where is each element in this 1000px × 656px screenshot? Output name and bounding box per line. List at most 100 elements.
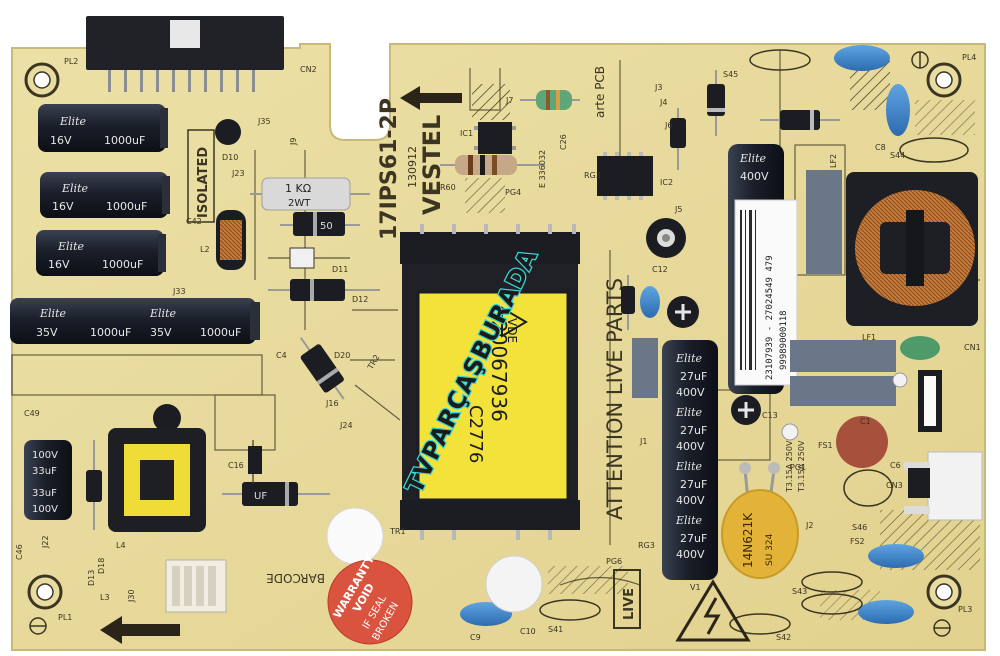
cn3-label: CN3 xyxy=(886,481,903,490)
hatch-zone xyxy=(915,100,975,135)
cap-value: 1000uF xyxy=(90,326,131,339)
green-cap xyxy=(900,336,940,360)
svg-text:Elite: Elite xyxy=(675,514,702,527)
c4-label: C4 xyxy=(276,351,287,360)
cap-value: 33uF xyxy=(32,466,57,477)
cn2-label: CN2 xyxy=(300,65,317,74)
cap-brand: Elite xyxy=(149,307,176,320)
capacitor-16v: Elite 16V 1000uF xyxy=(36,230,166,276)
c42-label: C42 xyxy=(186,217,202,226)
j9-label: J9 xyxy=(289,138,298,146)
d12-label: D12 xyxy=(352,295,368,304)
d11-label: D11 xyxy=(332,265,348,274)
r60-label: R60 xyxy=(440,183,456,192)
cap-brand: Elite xyxy=(59,115,86,128)
cap-value: 1000uF xyxy=(102,258,143,271)
fuse-rating-1: T3.15A 250V xyxy=(785,440,794,493)
cap-value: 1000uF xyxy=(200,326,241,339)
pg-label: RG3 xyxy=(584,171,601,180)
fs2-label: FS2 xyxy=(850,537,865,546)
c49-label: C49 xyxy=(24,409,40,418)
tr1-label: TR1 xyxy=(389,527,406,536)
cap-voltage: 16V xyxy=(48,258,70,271)
rg3-label: RG3 xyxy=(638,541,655,550)
ground-symbols xyxy=(29,51,951,637)
transformer-tr1: VDE 20067936 C2776 xyxy=(400,224,580,540)
trimmer xyxy=(731,395,761,425)
fs1-label: FS1 xyxy=(818,441,833,450)
gray-component xyxy=(806,170,842,274)
j2-label: J2 xyxy=(805,521,813,530)
v1-label: V1 xyxy=(690,583,701,592)
s46-label: S46 xyxy=(852,523,867,532)
arrow-icon xyxy=(400,86,462,110)
j30-label: J30 xyxy=(127,589,136,603)
attention-label: ATTENTION LIVE PARTS xyxy=(603,278,627,520)
fuse-rating-2: T3.15A 250V xyxy=(797,440,806,493)
lf2-label: LF2 xyxy=(829,154,838,168)
cap-voltage: 35V xyxy=(36,326,58,339)
l3-label: L3 xyxy=(100,593,110,602)
j1-label: J1 xyxy=(639,437,647,446)
e336032-label: E 336032 xyxy=(538,150,547,188)
transformer-id: VDE xyxy=(505,318,519,343)
cap-value: 33uF xyxy=(32,488,57,499)
diode-d2 xyxy=(760,110,840,130)
cap-value: 27uF xyxy=(680,478,707,491)
white-cap xyxy=(485,555,543,613)
diode: 50 xyxy=(280,212,360,236)
svg-text:Elite: Elite xyxy=(675,406,702,419)
cap-voltage: 400V xyxy=(740,170,769,183)
cap-value: 1000uF xyxy=(106,200,147,213)
d10-label: D10 xyxy=(222,153,238,162)
j4-label: J4 xyxy=(659,98,667,107)
svg-text:50: 50 xyxy=(320,221,333,232)
inductor-l2 xyxy=(216,210,246,270)
cap-value: 27uF xyxy=(680,370,707,383)
board-date-code: 130912 xyxy=(406,146,419,188)
cap-voltage: 35V xyxy=(150,326,172,339)
white-header xyxy=(165,559,227,613)
line-filter-lf1 xyxy=(846,172,978,326)
fuse-ptc xyxy=(836,416,888,468)
pg6-label: PG6 xyxy=(606,557,622,566)
small-capacitor xyxy=(646,218,686,258)
white-connector xyxy=(904,451,983,521)
c13-label: C13 xyxy=(762,411,778,420)
capacitor-16v: Elite 16V 1000uF xyxy=(40,172,170,218)
c16-label: C16 xyxy=(228,461,244,470)
cap-voltage: 100V xyxy=(32,450,58,461)
capacitor-16v: Elite 16V 1000uF xyxy=(38,104,168,152)
c2-label: C12 xyxy=(652,265,668,274)
cap-value: 27uF xyxy=(680,532,707,545)
cap-value: 27uF xyxy=(680,424,707,437)
c8-label: C8 xyxy=(875,143,886,152)
blue-capacitor xyxy=(834,45,890,71)
c1-label: C1 xyxy=(860,417,871,426)
isolated-label: ISOLATED xyxy=(196,147,211,218)
c10-label: C10 xyxy=(520,627,536,636)
s45-label: S45 xyxy=(723,70,738,79)
spark-gaps xyxy=(539,49,969,635)
diode-small xyxy=(621,275,635,330)
cap-voltage: 400V xyxy=(676,440,705,453)
black-box xyxy=(908,468,930,498)
pg4-label: PG4 xyxy=(505,188,521,197)
resistor-value: 1 KΩ xyxy=(285,182,311,195)
diode-d1 xyxy=(707,70,725,136)
j5-label: J5 xyxy=(674,205,682,214)
relay-block xyxy=(918,370,942,432)
serial-sticker: 23107939 - 27024549 479 99989000118 xyxy=(734,199,798,386)
capacitor-400v-vertical: Elite 27uF 400V Elite 27uF 400V Elite 27… xyxy=(662,340,718,580)
resistor-1k: 1 KΩ 2WT xyxy=(250,177,370,211)
mounting-holes xyxy=(24,62,962,610)
resistor-green xyxy=(520,90,580,110)
pl2-label: PL2 xyxy=(64,57,78,66)
fuse-labels: T3.15A 250V T3.15A 250V xyxy=(785,440,806,493)
capacitor-35v: Elite Elite 35V 1000uF 35V 1000uF xyxy=(10,298,260,344)
s44-label: S44 xyxy=(890,151,905,160)
svg-text:Elite: Elite xyxy=(739,152,766,165)
pl3-label: PL3 xyxy=(958,605,972,614)
board-material: arte PCB xyxy=(593,66,607,118)
board-model: 17IPS61-2P xyxy=(377,98,402,240)
